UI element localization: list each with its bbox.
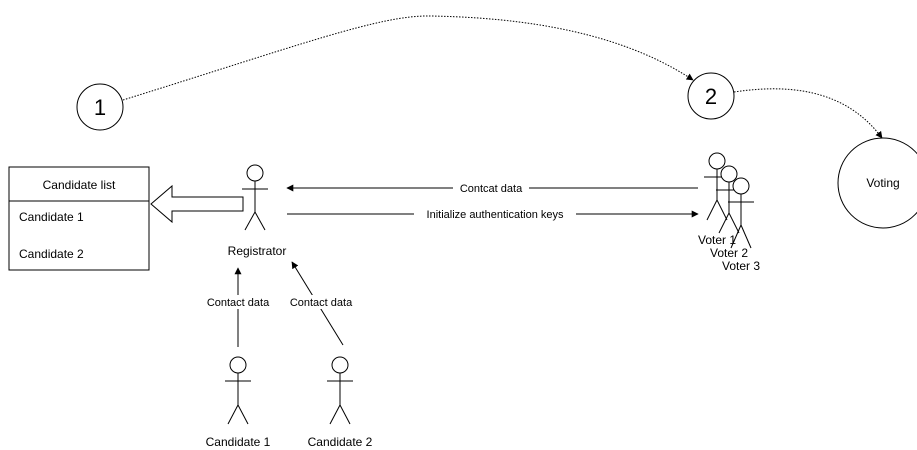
voter-3-label: Voter 3 bbox=[722, 259, 760, 273]
block-arrow-to-candidate-list bbox=[150, 184, 244, 224]
candidate-list-item-1: Candidate 1 bbox=[19, 210, 84, 224]
voter-2-actor bbox=[716, 165, 742, 234]
step-2-node: 2 bbox=[687, 72, 735, 120]
step-1-node: 1 bbox=[76, 83, 124, 131]
voter-3-actor bbox=[728, 177, 754, 249]
candidate-list-header: Candidate list bbox=[43, 178, 116, 192]
registrator-label: Registrator bbox=[228, 244, 287, 258]
candidate-list-table: Candidate list Candidate 1 Candidate 2 bbox=[8, 166, 150, 271]
edge-label-contact-data-c2: Contact data bbox=[290, 297, 353, 309]
voter-1-label: Voter 1 bbox=[698, 233, 736, 247]
step-1-label: 1 bbox=[94, 95, 106, 120]
candidate-2-actor bbox=[327, 356, 353, 425]
candidate-1-label: Candidate 1 bbox=[206, 435, 271, 449]
flow-2-to-voting bbox=[733, 88, 883, 139]
candidate-1-actor bbox=[225, 356, 251, 425]
voter-2-label: Voter 2 bbox=[710, 246, 748, 260]
voting-node: Voting bbox=[837, 137, 917, 229]
edge-label-init-keys: Initialize authentication keys bbox=[427, 209, 564, 221]
flow-1-to-2 bbox=[122, 15, 694, 101]
registrator-actor bbox=[242, 164, 268, 231]
candidate-2-label: Candidate 2 bbox=[308, 435, 373, 449]
candidate-list-item-2: Candidate 2 bbox=[19, 247, 84, 261]
voter-1-actor bbox=[704, 152, 730, 221]
edge-label-contact-data-c1: Contact data bbox=[207, 297, 270, 309]
edge-label-contact-data-voters: Contcat data bbox=[460, 183, 523, 195]
voting-label: Voting bbox=[866, 176, 899, 190]
step-2-label: 2 bbox=[705, 84, 717, 109]
